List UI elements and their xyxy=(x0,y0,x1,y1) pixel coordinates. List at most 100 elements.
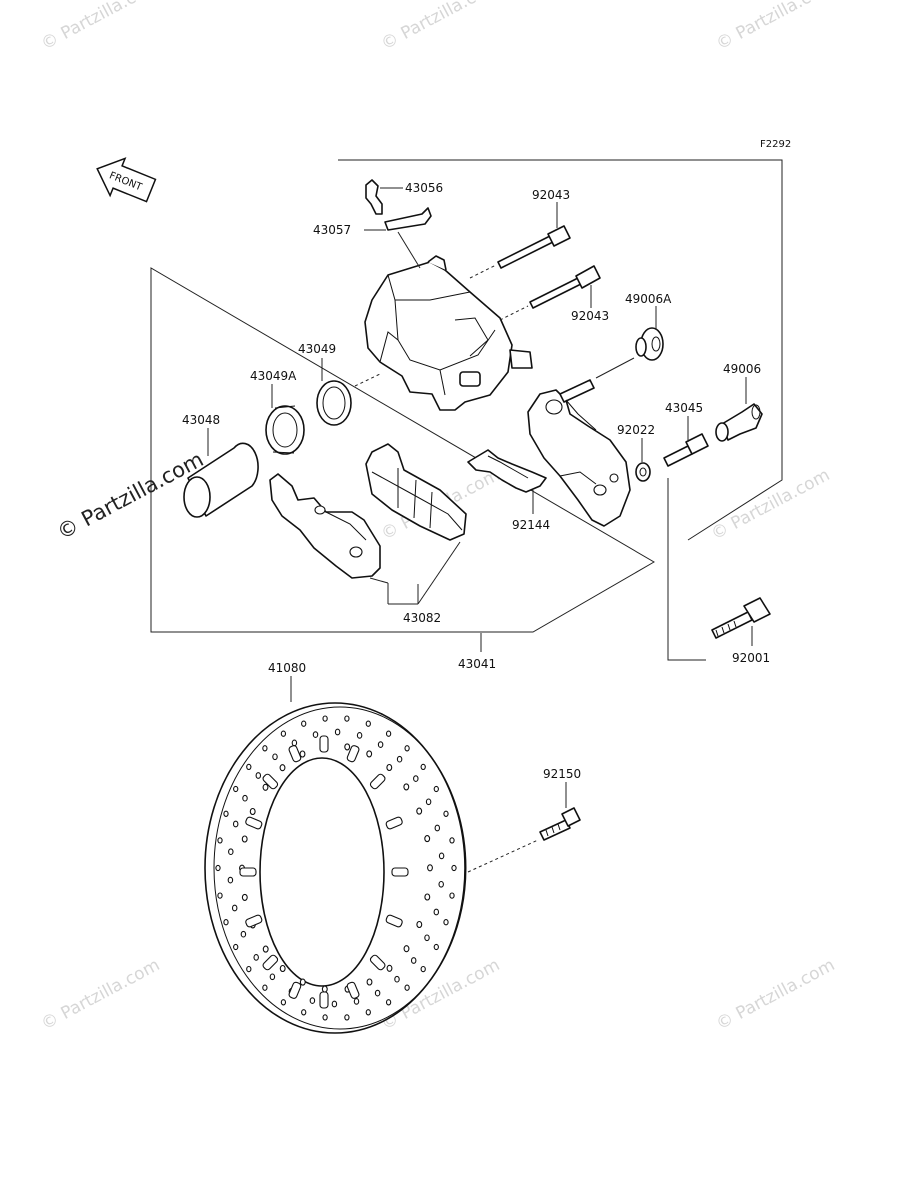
disc-hole xyxy=(246,763,252,771)
disc-hole xyxy=(334,728,341,736)
watermark-text: © Partzilla.com xyxy=(38,955,163,1034)
disc-slot xyxy=(319,991,329,1009)
disc-hole xyxy=(241,835,248,843)
disc-hole xyxy=(240,930,247,938)
disc-hole xyxy=(433,908,440,916)
brake-pad-outer xyxy=(365,443,467,541)
disc-hole xyxy=(344,1014,350,1021)
disc-hole xyxy=(215,864,221,872)
disc-hole xyxy=(269,973,276,981)
disc-hole xyxy=(344,715,350,722)
piston-seal xyxy=(316,380,352,426)
dust-seal xyxy=(265,405,305,455)
disc-hole xyxy=(272,753,278,761)
disc-hole xyxy=(356,732,363,739)
slide-pin-upper xyxy=(497,225,571,269)
disc-hole xyxy=(403,945,410,953)
disc-hole xyxy=(231,904,238,912)
bracket-pin xyxy=(663,433,709,467)
disc-slot xyxy=(369,773,386,790)
part-label-43041: 43041 xyxy=(458,657,496,671)
slide-pin-lower xyxy=(529,265,601,309)
pin-boot-a xyxy=(635,327,664,361)
disc-slot xyxy=(346,981,360,999)
disc-hole xyxy=(321,985,328,993)
part-label-41080: 41080 xyxy=(268,661,306,675)
disc-hole xyxy=(377,741,384,748)
disc-hole xyxy=(353,998,360,1005)
disc-hole xyxy=(232,820,239,828)
front-arrow-icon: FRONT xyxy=(96,157,157,203)
disc-hole xyxy=(365,720,371,727)
disc-slot xyxy=(288,981,302,999)
disc-hole xyxy=(425,798,432,806)
part-label-92144: 92144 xyxy=(512,518,550,532)
disc-slot xyxy=(239,867,257,877)
disc-hole xyxy=(262,945,269,953)
disc-hole xyxy=(365,1009,371,1016)
disc-hole xyxy=(443,810,449,817)
watermark-text: © Partzilla.com xyxy=(713,955,838,1034)
disc-slot xyxy=(346,745,360,763)
part-label-43082: 43082 xyxy=(403,611,441,625)
disc-hole xyxy=(449,892,455,899)
pad-spring xyxy=(467,449,547,493)
bleeder-valve xyxy=(365,179,383,215)
disc-hole xyxy=(322,715,328,722)
disc-hole xyxy=(366,750,373,758)
part-label-49006: 49006 xyxy=(723,362,761,376)
leader-92001 xyxy=(667,478,706,661)
disc-hole xyxy=(366,978,373,986)
disc-hole xyxy=(433,943,439,951)
part-label-92043-upper: 92043 xyxy=(532,188,570,202)
disc-hole xyxy=(280,730,287,737)
disc-hole xyxy=(246,965,252,973)
pin-boot xyxy=(715,403,763,442)
disc-hole xyxy=(344,743,351,751)
figure-code: F2292 xyxy=(760,139,791,150)
disc-hole xyxy=(438,852,445,860)
part-label-43056: 43056 xyxy=(405,181,443,195)
disc-hole xyxy=(249,807,256,816)
disc-slot xyxy=(288,745,302,763)
disc-hole xyxy=(322,1014,328,1021)
disc-hole xyxy=(309,997,316,1004)
disc-hole xyxy=(279,964,286,973)
part-label-43048: 43048 xyxy=(182,413,220,427)
washer xyxy=(635,462,651,482)
disc-hole xyxy=(427,864,433,872)
disc-hole xyxy=(416,920,423,929)
disc-slot xyxy=(245,914,263,928)
disc-hole xyxy=(262,783,269,791)
disc-hole xyxy=(223,919,229,926)
disc-bolt xyxy=(539,807,581,841)
part-label-92043-lower: 92043 xyxy=(571,309,609,323)
disc-hole xyxy=(233,943,239,951)
brake-pad-inner xyxy=(269,473,381,579)
disc-hole xyxy=(404,984,410,991)
bleeder-cap xyxy=(384,207,432,231)
disc-slot xyxy=(245,816,263,830)
disc-hole xyxy=(394,975,400,983)
disc-hole xyxy=(262,745,268,752)
disc-hole xyxy=(404,745,410,752)
watermark-text: © Partzilla.com xyxy=(713,0,838,54)
disc-hole xyxy=(253,954,259,961)
disc-hole xyxy=(280,999,287,1006)
disc-slot xyxy=(391,867,409,877)
caliper-piston xyxy=(183,442,259,518)
disc-hole xyxy=(262,984,268,991)
part-label-92022: 92022 xyxy=(617,423,655,437)
disc-hole xyxy=(223,810,229,817)
disc-hole xyxy=(424,835,431,843)
disc-hole xyxy=(255,772,262,779)
watermark-text: © Partzilla.com xyxy=(38,0,163,54)
watermark-text: © Partzilla.com xyxy=(378,0,503,54)
disc-hole xyxy=(299,750,306,758)
disc-hole xyxy=(413,775,419,782)
disc-hole xyxy=(410,957,417,964)
part-label-49006A: 49006A xyxy=(625,292,672,306)
disc-hole xyxy=(434,824,441,832)
part-label-92001: 92001 xyxy=(732,651,770,665)
